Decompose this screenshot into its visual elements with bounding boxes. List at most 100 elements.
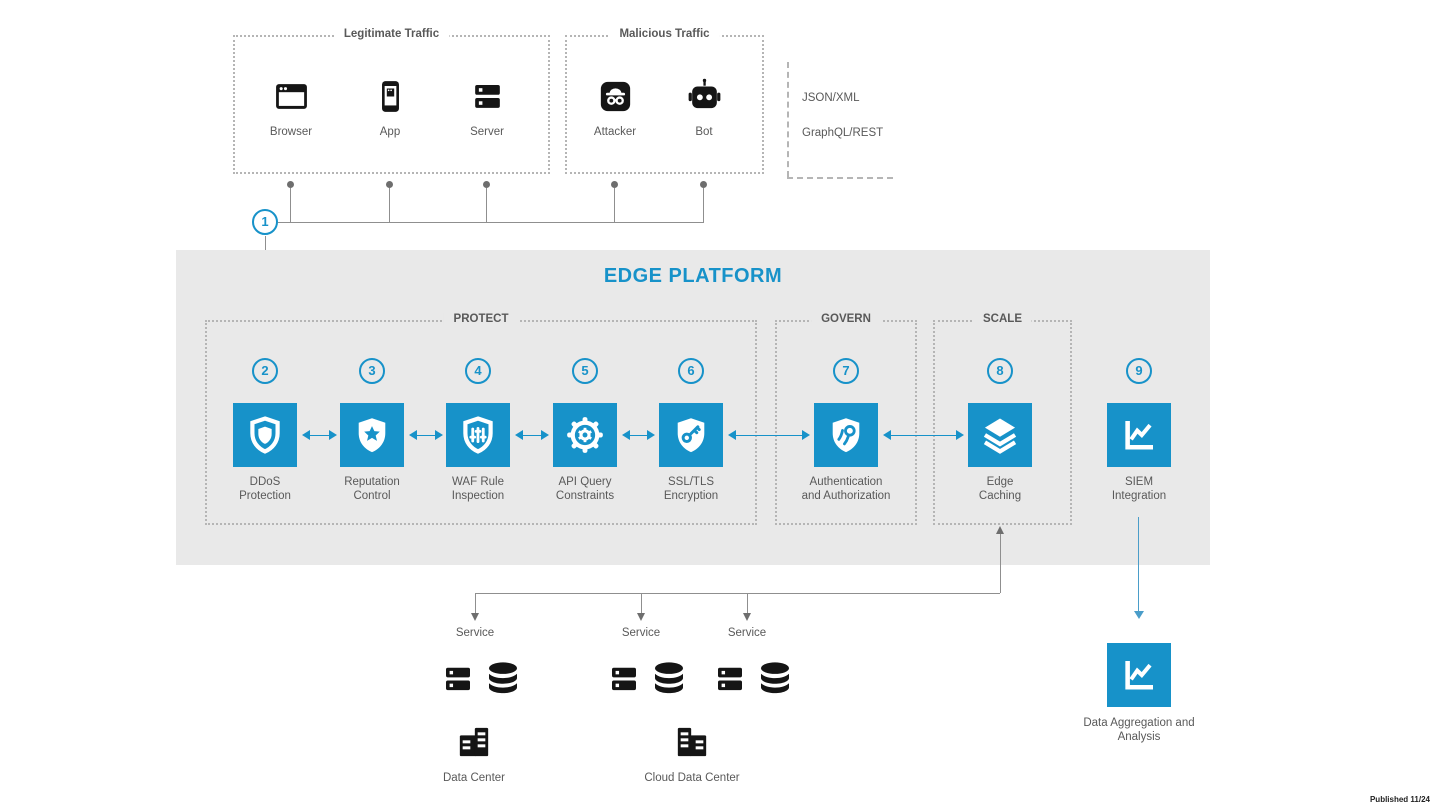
station-label: SIEM xyxy=(1124,476,1154,488)
section-scale-title: SCALE xyxy=(973,313,1032,325)
published-date: Published 11/24 xyxy=(1369,795,1430,804)
station-label: Authentication xyxy=(809,476,883,488)
service-arrowhead xyxy=(471,613,479,621)
bidirectional-arrow xyxy=(883,430,964,441)
station-label: Encryption xyxy=(663,490,719,502)
protocol-graphql-rest: GraphQL/REST xyxy=(802,127,884,139)
layers-icon xyxy=(983,418,1017,454)
data-center-label: Data Center xyxy=(442,772,505,784)
step-circle-3: 3 xyxy=(359,358,385,384)
server-icon xyxy=(718,667,742,691)
chart-line-icon xyxy=(1125,421,1153,450)
building-icon xyxy=(677,727,707,757)
service-arrowhead xyxy=(637,613,645,621)
station-label: Reputation xyxy=(344,476,400,488)
service-branch-line xyxy=(641,593,642,614)
connector-dot xyxy=(611,181,618,188)
connector-dot xyxy=(700,181,707,188)
section-scale: SCALE xyxy=(933,313,1072,525)
source-attacker: Attacker xyxy=(575,78,655,138)
malicious-traffic-title: Malicious Traffic xyxy=(609,28,720,40)
bot-icon xyxy=(688,78,720,109)
database-icon xyxy=(655,662,683,694)
step-circle-8: 8 xyxy=(987,358,1013,384)
station-tile xyxy=(659,403,723,467)
station-label: Control xyxy=(353,490,391,502)
cloud-data-center-label: Cloud Data Center xyxy=(644,772,740,784)
edge-caching-arrowhead xyxy=(996,526,1004,534)
service-cluster xyxy=(606,658,690,700)
station-reputation-control: 3 Reputation Control xyxy=(312,358,432,503)
service-label: Service xyxy=(621,627,661,639)
section-govern: GOVERN xyxy=(775,313,917,525)
station-label: WAF Rule xyxy=(452,476,504,488)
cloud-data-center: Cloud Data Center xyxy=(617,722,767,784)
station-tile xyxy=(553,403,617,467)
legitimate-traffic-group: Legitimate Traffic xyxy=(233,28,550,174)
step-circle-7: 7 xyxy=(833,358,859,384)
shield-sliders-icon xyxy=(463,416,493,454)
chart-line-icon xyxy=(1125,661,1153,690)
protocol-box-bottom-border xyxy=(787,177,893,179)
building-icon xyxy=(459,727,489,757)
backend-line xyxy=(1000,534,1001,593)
bidirectional-arrow xyxy=(515,430,549,441)
station-label: SSL/TLS xyxy=(667,476,715,488)
connector-line xyxy=(486,188,487,222)
service-label: Service xyxy=(727,627,767,639)
source-browser: Browser xyxy=(251,78,331,138)
station-label: and Authorization xyxy=(801,490,891,502)
station-label: API Query xyxy=(558,476,612,488)
station-api-query-constraints: 5 xyxy=(525,358,645,503)
step-circle-5: 5 xyxy=(572,358,598,384)
station-tile xyxy=(1107,403,1171,467)
server-icon xyxy=(612,667,636,691)
connector-trunk-line xyxy=(278,222,704,223)
source-app: App xyxy=(350,78,430,138)
station-waf-rule-inspection: 4 WAF Rule Inspection xyxy=(418,358,538,503)
bidirectional-arrow xyxy=(728,430,810,441)
step-circle-1: 1 xyxy=(252,209,278,235)
data-aggregation-node: Data Aggregation and Analysis xyxy=(1059,643,1219,744)
aggregation-tile xyxy=(1107,643,1171,707)
source-label: Server xyxy=(470,126,504,138)
shield-star-icon xyxy=(358,418,386,453)
station-label: Inspection xyxy=(451,490,505,502)
connector-dot xyxy=(386,181,393,188)
source-label: App xyxy=(379,126,401,138)
station-siem-integration: 9 SIEM Integration xyxy=(1079,358,1199,503)
station-label: Edge xyxy=(986,476,1014,488)
server-icon xyxy=(474,84,500,108)
database-icon xyxy=(489,662,517,694)
connector-dot xyxy=(483,181,490,188)
station-tile xyxy=(233,403,297,467)
connector-line xyxy=(290,188,291,222)
data-center: Data Center xyxy=(399,722,549,784)
section-govern-title: GOVERN xyxy=(811,313,881,325)
browser-icon xyxy=(275,84,307,109)
service-cluster xyxy=(440,658,524,700)
service-cluster xyxy=(712,658,796,700)
station-label: Caching xyxy=(978,490,1022,502)
database-icon xyxy=(761,662,789,694)
service-branch-line xyxy=(747,593,748,614)
bidirectional-arrow xyxy=(302,430,337,441)
attacker-incognito-icon xyxy=(600,81,630,112)
legitimate-traffic-title: Legitimate Traffic xyxy=(333,28,450,40)
source-label: Bot xyxy=(695,126,713,138)
backend-trunk-line xyxy=(475,593,1000,594)
station-ddos-protection: 2 DDoS Protection xyxy=(205,358,325,503)
connector-line xyxy=(389,188,390,222)
bidirectional-arrow xyxy=(622,430,655,441)
source-server: Server xyxy=(447,78,527,138)
station-authentication-authorization: 7 Authentication and Authorization xyxy=(786,358,906,503)
step-circle-4: 4 xyxy=(465,358,491,384)
connector-dot xyxy=(287,181,294,188)
gear-icon xyxy=(567,417,603,453)
connector-line xyxy=(614,188,615,222)
protocol-json-xml: JSON/XML xyxy=(802,92,860,104)
station-edge-caching: 8 Edge Caching xyxy=(940,358,1060,503)
station-tile xyxy=(814,403,878,467)
station-label: Protection xyxy=(239,490,291,502)
